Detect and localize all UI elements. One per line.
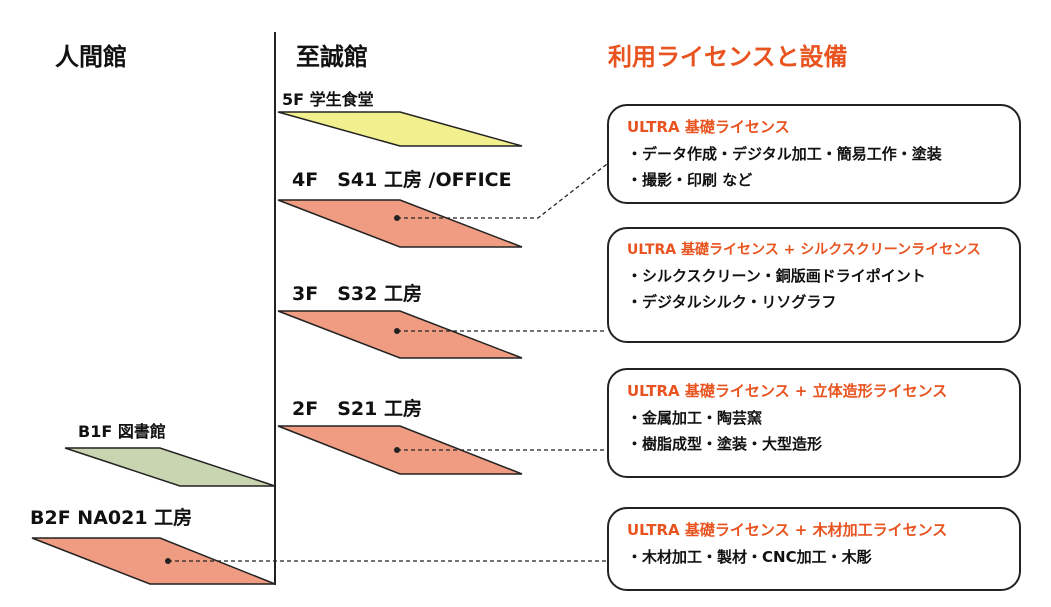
connector-4f [394, 163, 608, 221]
license-card-woodwork: ULTRA 基礎ライセンス + 木材加工ライセンス ・木材加工・製材・CNC加工… [607, 507, 1021, 591]
floor-3f-plane [277, 310, 523, 359]
floor-5f-plane [277, 111, 523, 147]
license-card-item: ・データ作成・デジタル加工・簡易工作・塗装 [627, 145, 942, 163]
license-card-title: ULTRA 基礎ライセンス + 木材加工ライセンス [627, 521, 948, 539]
license-heading: 利用ライセンスと設備 [608, 43, 848, 71]
floor-3f-label: 3F S32 工房 [292, 283, 422, 305]
license-card-title: ULTRA 基礎ライセンス + シルクスクリーンライセンス [627, 242, 981, 258]
floor-b1f-plane [64, 447, 276, 487]
floor-b2f-plane [31, 537, 276, 585]
license-card-item: ・樹脂成型・塗装・大型造形 [627, 435, 823, 453]
connector-3f [394, 328, 607, 334]
connector-2f [394, 447, 607, 453]
floor-5f-label: 5F 学生食堂 [282, 90, 374, 109]
connector-b2f [165, 558, 607, 564]
license-card-item: ・シルクスクリーン・銅版画ドライポイント [627, 267, 926, 285]
license-card-silkscreen: ULTRA 基礎ライセンス + シルクスクリーンライセンス ・シルクスクリーン・… [607, 227, 1021, 343]
license-card-title: ULTRA 基礎ライセンス + 立体造形ライセンス [627, 382, 948, 400]
license-card-item: ・デジタルシルク・リソグラフ [627, 293, 837, 311]
floor-2f-label: 2F S21 工房 [292, 398, 422, 420]
license-card-item: ・木材加工・製材・CNC加工・木彫 [627, 548, 872, 566]
license-card-basic: ULTRA 基礎ライセンス ・データ作成・デジタル加工・簡易工作・塗装 ・撮影・… [607, 104, 1021, 204]
floor-4f-plane [277, 199, 523, 248]
license-card-item: ・撮影・印刷 など [627, 171, 753, 189]
ningenkan-heading: 人間館 [55, 43, 127, 71]
license-card-title: ULTRA 基礎ライセンス [627, 118, 790, 136]
shiseikan-heading: 至誠館 [296, 43, 368, 71]
floor-b1f-label: B1F 図書館 [78, 422, 166, 441]
license-card-3d: ULTRA 基礎ライセンス + 立体造形ライセンス ・金属加工・陶芸窯 ・樹脂成… [607, 368, 1021, 478]
license-card-item: ・金属加工・陶芸窯 [627, 409, 763, 427]
floor-b2f-label: B2F NA021 工房 [30, 507, 193, 529]
floor-4f-label: 4F S41 工房 /OFFICE [292, 169, 512, 191]
